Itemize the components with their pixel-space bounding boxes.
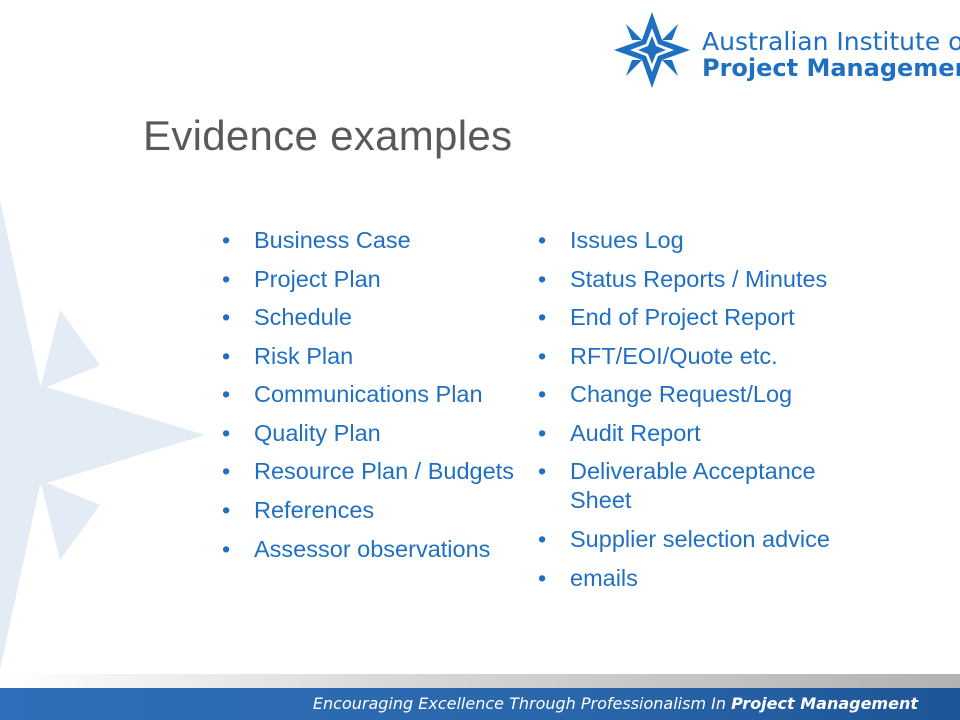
bullet-icon: •	[222, 458, 231, 484]
bullet-icon: •	[222, 497, 231, 523]
compass-star-logo-icon	[614, 12, 690, 88]
list-item: • Assessor observations	[222, 535, 522, 564]
footer-bar: Encouraging Excellence Through Professio…	[0, 688, 960, 720]
list-item-text: Issues Log	[570, 227, 684, 253]
bullet-icon: •	[538, 265, 547, 292]
list-item-text: Schedule	[254, 304, 352, 330]
list-item: • Status Reports / Minutes	[538, 265, 883, 294]
slide-title: Evidence examples	[143, 112, 513, 159]
list-item-text: Audit Report	[570, 419, 701, 446]
bullet-icon: •	[222, 304, 231, 330]
list-item: • emails	[538, 564, 883, 593]
bullet-icon: •	[222, 381, 231, 407]
list-item-text: Business Case	[254, 227, 411, 253]
bullet-icon: •	[538, 227, 547, 253]
bullet-icon: •	[538, 381, 547, 407]
list-item: • Issues Log	[538, 226, 883, 255]
bullet-icon: •	[222, 419, 231, 446]
list-item-text: Change Request/Log	[570, 381, 793, 407]
list-item-text: RFT/EOI/Quote etc.	[570, 342, 778, 369]
list-item-text: End of Project Report	[570, 304, 795, 330]
background-star-watermark	[0, 200, 205, 670]
left-evidence-list: • Business Case • Project Plan • Schedule •…	[222, 226, 522, 573]
list-item: • Business Case	[222, 226, 522, 255]
list-item-text: Status Reports / Minutes	[570, 265, 828, 292]
bullet-icon: •	[538, 342, 547, 369]
list-item-text: Resource Plan / Budgets	[254, 458, 514, 484]
list-item: • Project Plan	[222, 265, 522, 294]
list-item: • Quality Plan	[222, 419, 522, 448]
list-item: • RFT/EOI/Quote etc.	[538, 342, 883, 371]
list-item: • Supplier selection advice	[538, 525, 883, 554]
list-item: • Audit Report	[538, 419, 883, 448]
bullet-icon: •	[222, 227, 231, 253]
list-item-text: Communications Plan	[254, 381, 483, 407]
right-evidence-list: • Issues Log • Status Reports / Minutes • E…	[538, 226, 883, 602]
footer-tagline-regular: Encouraging Excellence Through Professio…	[312, 694, 732, 713]
logo-text-line1: Australian Institute of	[702, 27, 960, 56]
list-item-text: Deliverable Acceptance Sheet	[570, 458, 816, 513]
list-item: • Risk Plan	[222, 342, 522, 371]
footer-tagline-bold: Project Management	[731, 694, 918, 713]
list-item-text: Assessor observations	[254, 535, 491, 562]
footer-gradient-strip	[0, 674, 960, 688]
logo-text-line2: Project Management	[702, 54, 960, 82]
list-item: • Resource Plan / Budgets	[222, 457, 522, 486]
bullet-icon: •	[222, 342, 231, 369]
bullet-icon: •	[538, 458, 547, 484]
bullet-icon: •	[538, 419, 547, 446]
list-item-text: emails	[570, 564, 638, 591]
list-item: • Schedule	[222, 303, 522, 332]
list-item: • References	[222, 496, 522, 525]
list-item: • Change Request/Log	[538, 380, 883, 409]
bullet-icon: •	[222, 265, 231, 292]
list-item: • Communications Plan	[222, 380, 522, 409]
list-item: • Deliverable Acceptance Sheet	[538, 457, 883, 515]
list-item-text: Supplier selection advice	[570, 526, 830, 552]
list-item-text: Quality Plan	[254, 419, 381, 446]
footer-tagline: Encouraging Excellence Through Professio…	[313, 694, 918, 713]
aipm-logo: Australian Institute of Project Manageme…	[612, 10, 960, 90]
bullet-icon: •	[538, 304, 547, 330]
bullet-icon: •	[222, 535, 231, 562]
bullet-icon: •	[538, 526, 547, 552]
list-item-text: References	[254, 497, 375, 523]
list-item-text: Project Plan	[254, 265, 381, 292]
bullet-icon: •	[538, 564, 547, 591]
list-item-text: Risk Plan	[254, 342, 354, 369]
list-item: • End of Project Report	[538, 303, 883, 332]
